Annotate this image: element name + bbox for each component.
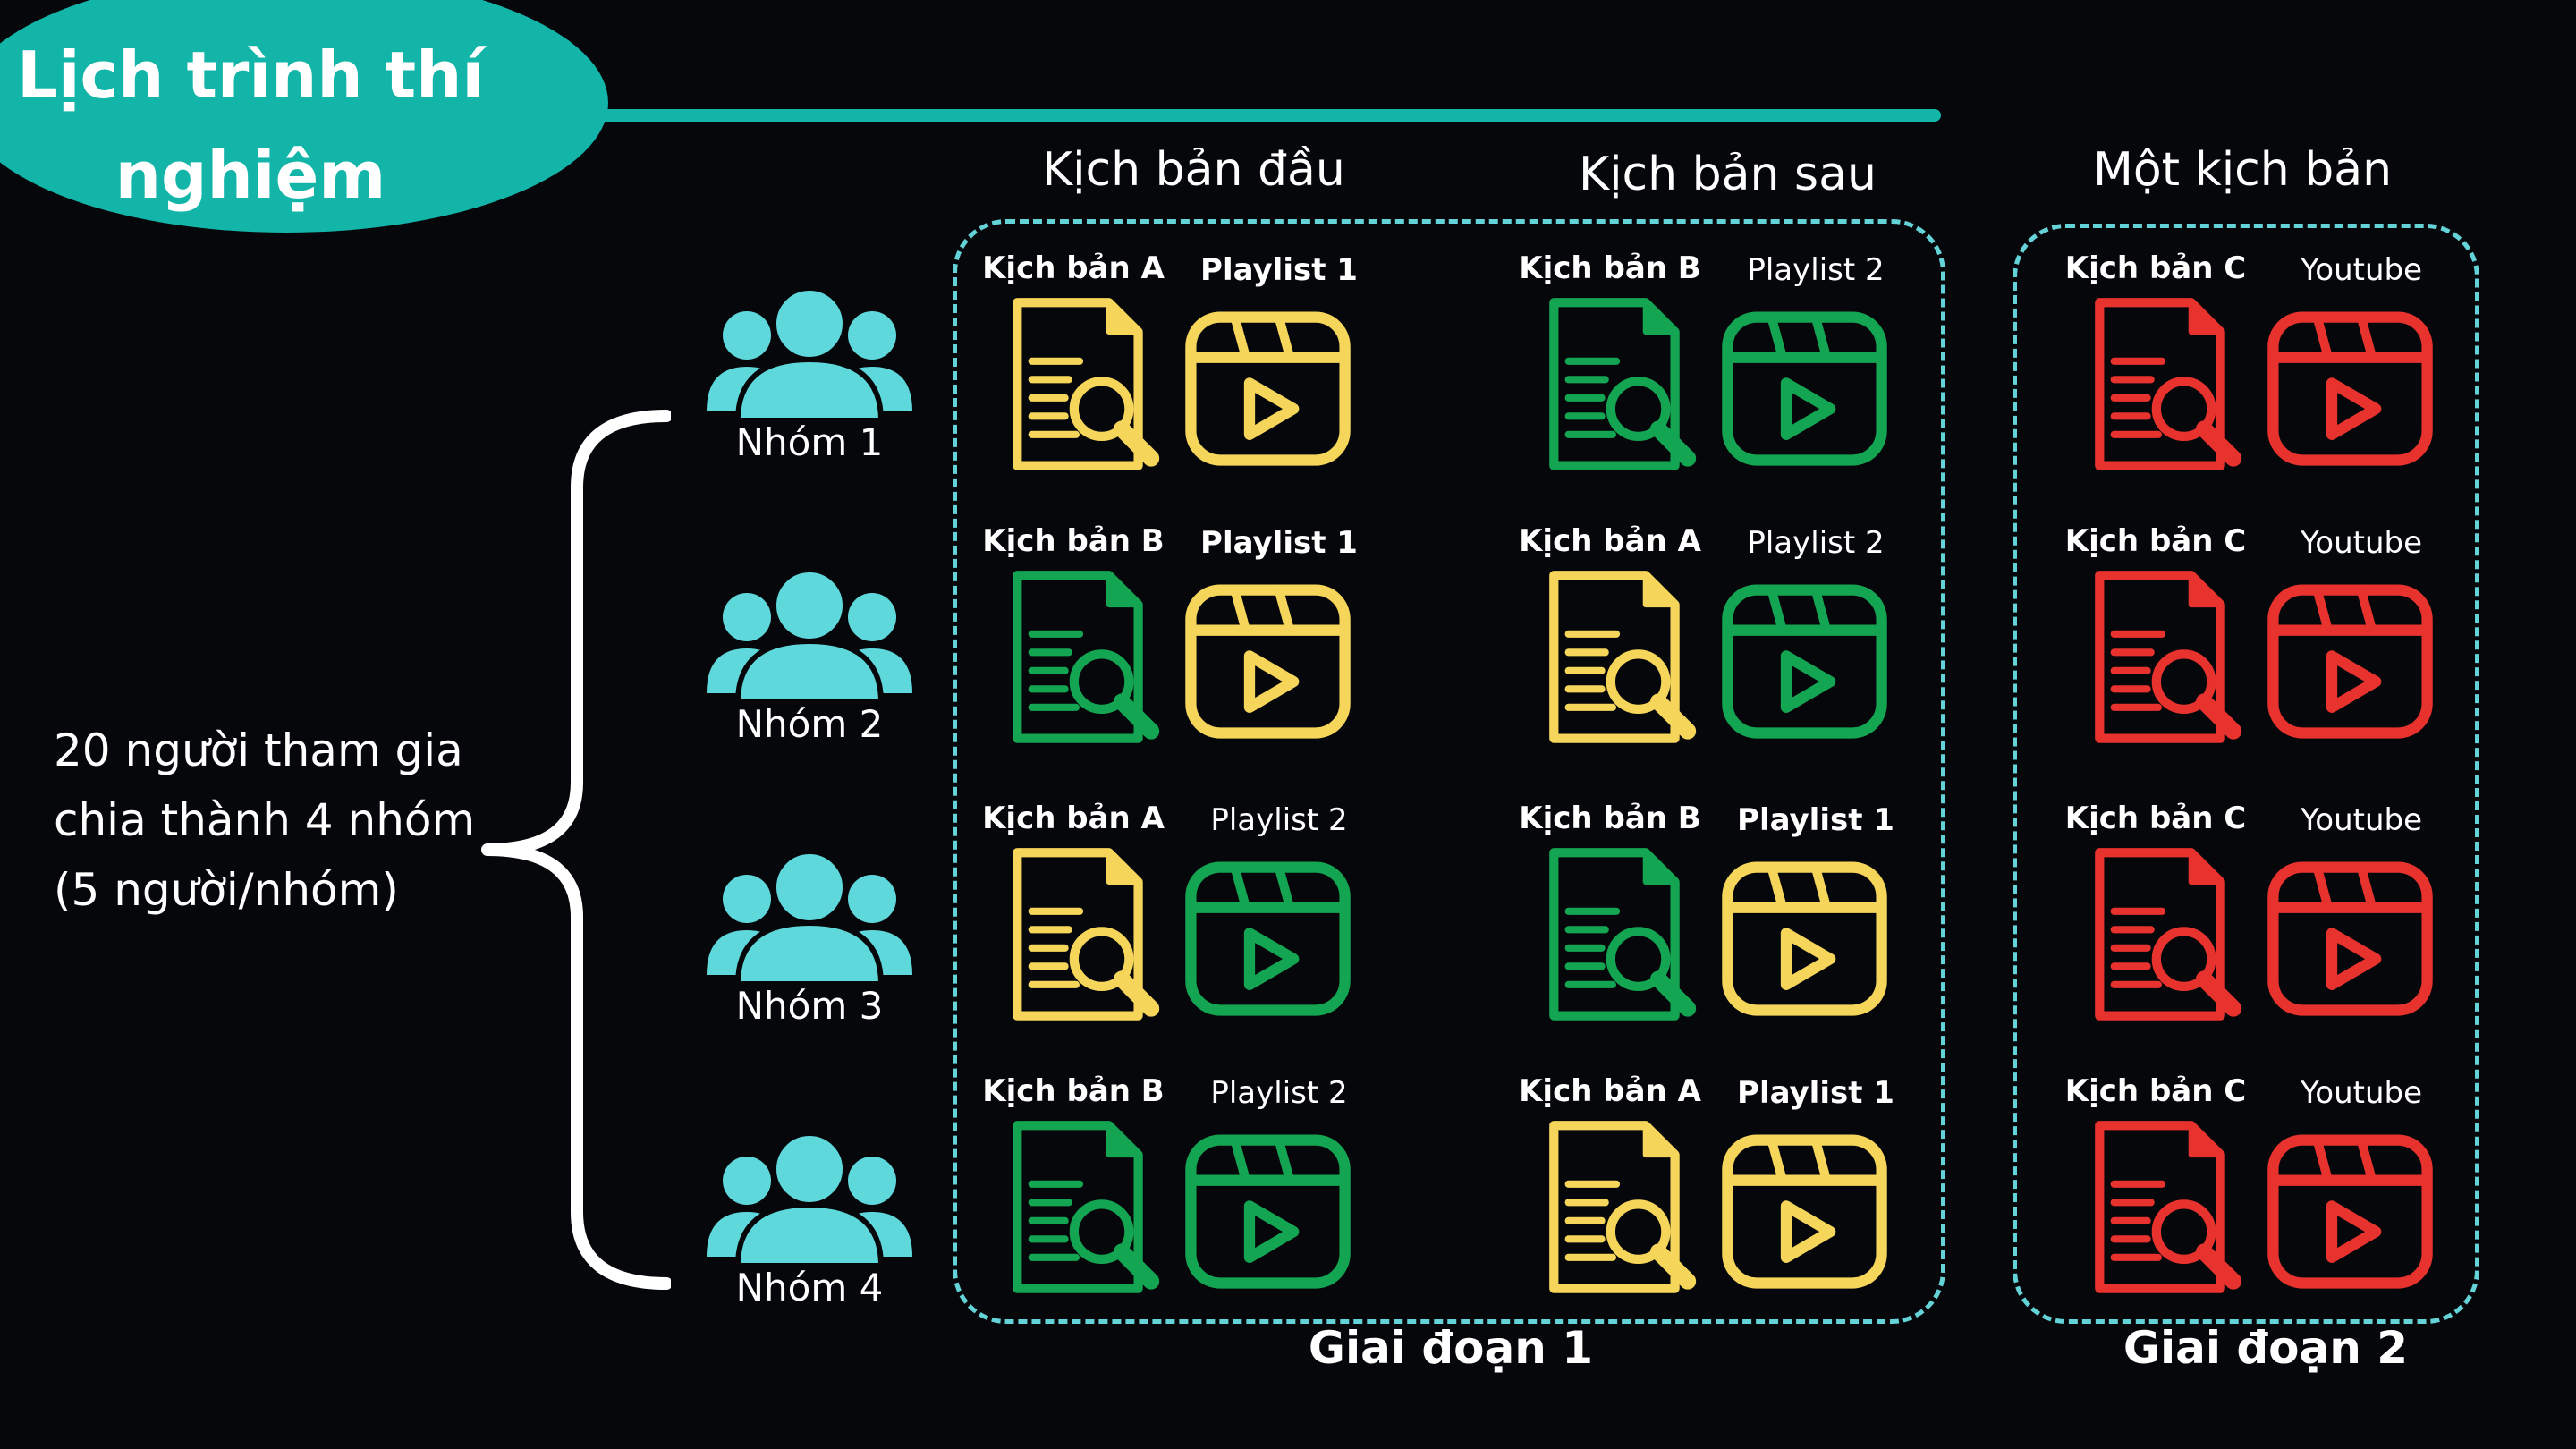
media-label: Youtube [2301, 802, 2422, 838]
script-label: Kịch bản A [982, 801, 1165, 836]
schedule-cell-row-2-col-2: Kịch bản A Playlist 2 [1507, 514, 1919, 756]
document-search-icon [1543, 568, 1726, 751]
script-label: Kịch bản C [2064, 523, 2247, 559]
schedule-cell-row-1-col-2: Kịch bản B Playlist 2 [1507, 242, 1919, 483]
schedule-cell-row-4-col-2: Kịch bản A Playlist 1 [1507, 1064, 1919, 1306]
schedule-cell-row-3-col-3: Kịch bản C Youtube [2053, 792, 2464, 1033]
schedule-cell-row-1-col-1: Kịch bản A Playlist 1 [970, 242, 1382, 483]
document-search-icon [2089, 568, 2272, 751]
media-label: Playlist 2 [1747, 252, 1885, 288]
media-label: Playlist 1 [1737, 802, 1894, 838]
script-label: Kịch bản C [2064, 801, 2247, 836]
video-play-icon [1713, 845, 1896, 1029]
schedule-cell-row-2-col-1: Kịch bản B Playlist 1 [970, 514, 1382, 756]
column-title-single-script: Một kịch bản [2093, 143, 2393, 197]
media-label: Youtube [2301, 252, 2422, 288]
video-play-icon [2258, 295, 2442, 479]
group-4: Nhóm 4 [693, 1131, 926, 1337]
group-label: Nhóm 4 [735, 1266, 884, 1309]
document-search-icon [1006, 568, 1190, 751]
column-title-first-script: Kịch bản đầu [1042, 143, 1345, 197]
participants-line-2: chia thành 4 nhóm [54, 794, 476, 846]
group-2: Nhóm 2 [693, 568, 926, 774]
stage-1-box [953, 219, 1945, 1324]
group-3: Nhóm 3 [693, 850, 926, 1055]
video-play-icon [2258, 568, 2442, 751]
page-title-line-2: nghiệm [114, 138, 386, 213]
script-label: Kịch bản B [982, 1073, 1165, 1109]
video-play-icon [1176, 568, 1360, 751]
script-label: Kịch bản C [2064, 1073, 2247, 1109]
media-label: Youtube [2301, 525, 2422, 561]
script-label: Kịch bản A [1519, 1073, 1701, 1109]
group-label: Nhóm 1 [735, 420, 884, 464]
script-label: Kịch bản A [982, 250, 1165, 286]
page-title-line-1: Lịch trình thí [16, 38, 485, 113]
video-play-icon [1713, 1118, 1896, 1301]
document-search-icon [1006, 845, 1190, 1029]
schedule-cell-row-4-col-1: Kịch bản B Playlist 2 [970, 1064, 1382, 1306]
schedule-cell-row-3-col-2: Kịch bản B Playlist 1 [1507, 792, 1919, 1033]
script-label: Kịch bản A [1519, 523, 1701, 559]
document-search-icon [1543, 295, 1726, 479]
video-play-icon [2258, 1118, 2442, 1301]
video-play-icon [1176, 845, 1360, 1029]
video-play-icon [1713, 295, 1896, 479]
group-1: Nhóm 1 [693, 286, 926, 492]
script-label: Kịch bản B [982, 523, 1165, 559]
title-underline [572, 109, 1941, 122]
document-search-icon [1006, 295, 1190, 479]
document-search-icon [2089, 1118, 2272, 1301]
script-label: Kịch bản C [2064, 250, 2247, 286]
media-label: Playlist 1 [1200, 252, 1358, 288]
media-label: Youtube [2301, 1075, 2422, 1111]
document-search-icon [2089, 845, 2272, 1029]
media-label: Playlist 2 [1210, 802, 1348, 838]
script-label: Kịch bản B [1519, 801, 1701, 836]
participants-line-1: 20 người tham gia [54, 724, 463, 776]
schedule-cell-row-3-col-1: Kịch bản A Playlist 2 [970, 792, 1382, 1033]
column-title-second-script: Kịch bản sau [1579, 148, 1877, 201]
script-label: Kịch bản B [1519, 250, 1701, 286]
video-play-icon [1176, 295, 1360, 479]
stage-2-box [2012, 224, 2479, 1324]
document-search-icon [1006, 1118, 1190, 1301]
document-search-icon [1543, 845, 1726, 1029]
media-label: Playlist 1 [1737, 1075, 1894, 1111]
schedule-cell-row-2-col-3: Kịch bản C Youtube [2053, 514, 2464, 756]
page-title: Lịch trình thí nghiệm [0, 25, 501, 225]
participants-description: 20 người tham gia chia thành 4 nhóm (5 n… [54, 716, 475, 925]
document-search-icon [2089, 295, 2272, 479]
participants-line-3: (5 người/nhóm) [54, 864, 399, 916]
stage-2-label: Giai đoạn 2 [2123, 1322, 2409, 1374]
group-label: Nhóm 3 [735, 984, 884, 1028]
group-label: Nhóm 2 [735, 702, 884, 746]
media-label: Playlist 2 [1210, 1075, 1348, 1111]
media-label: Playlist 2 [1747, 525, 1885, 561]
stage-1-label: Giai đoạn 1 [1308, 1322, 1594, 1374]
schedule-cell-row-4-col-3: Kịch bản C Youtube [2053, 1064, 2464, 1306]
document-search-icon [1543, 1118, 1726, 1301]
media-label: Playlist 1 [1200, 525, 1358, 561]
video-play-icon [1176, 1118, 1360, 1301]
curly-brace-icon [481, 410, 671, 1290]
schedule-cell-row-1-col-3: Kịch bản C Youtube [2053, 242, 2464, 483]
video-play-icon [2258, 845, 2442, 1029]
video-play-icon [1713, 568, 1896, 751]
title-banner [0, 0, 608, 233]
